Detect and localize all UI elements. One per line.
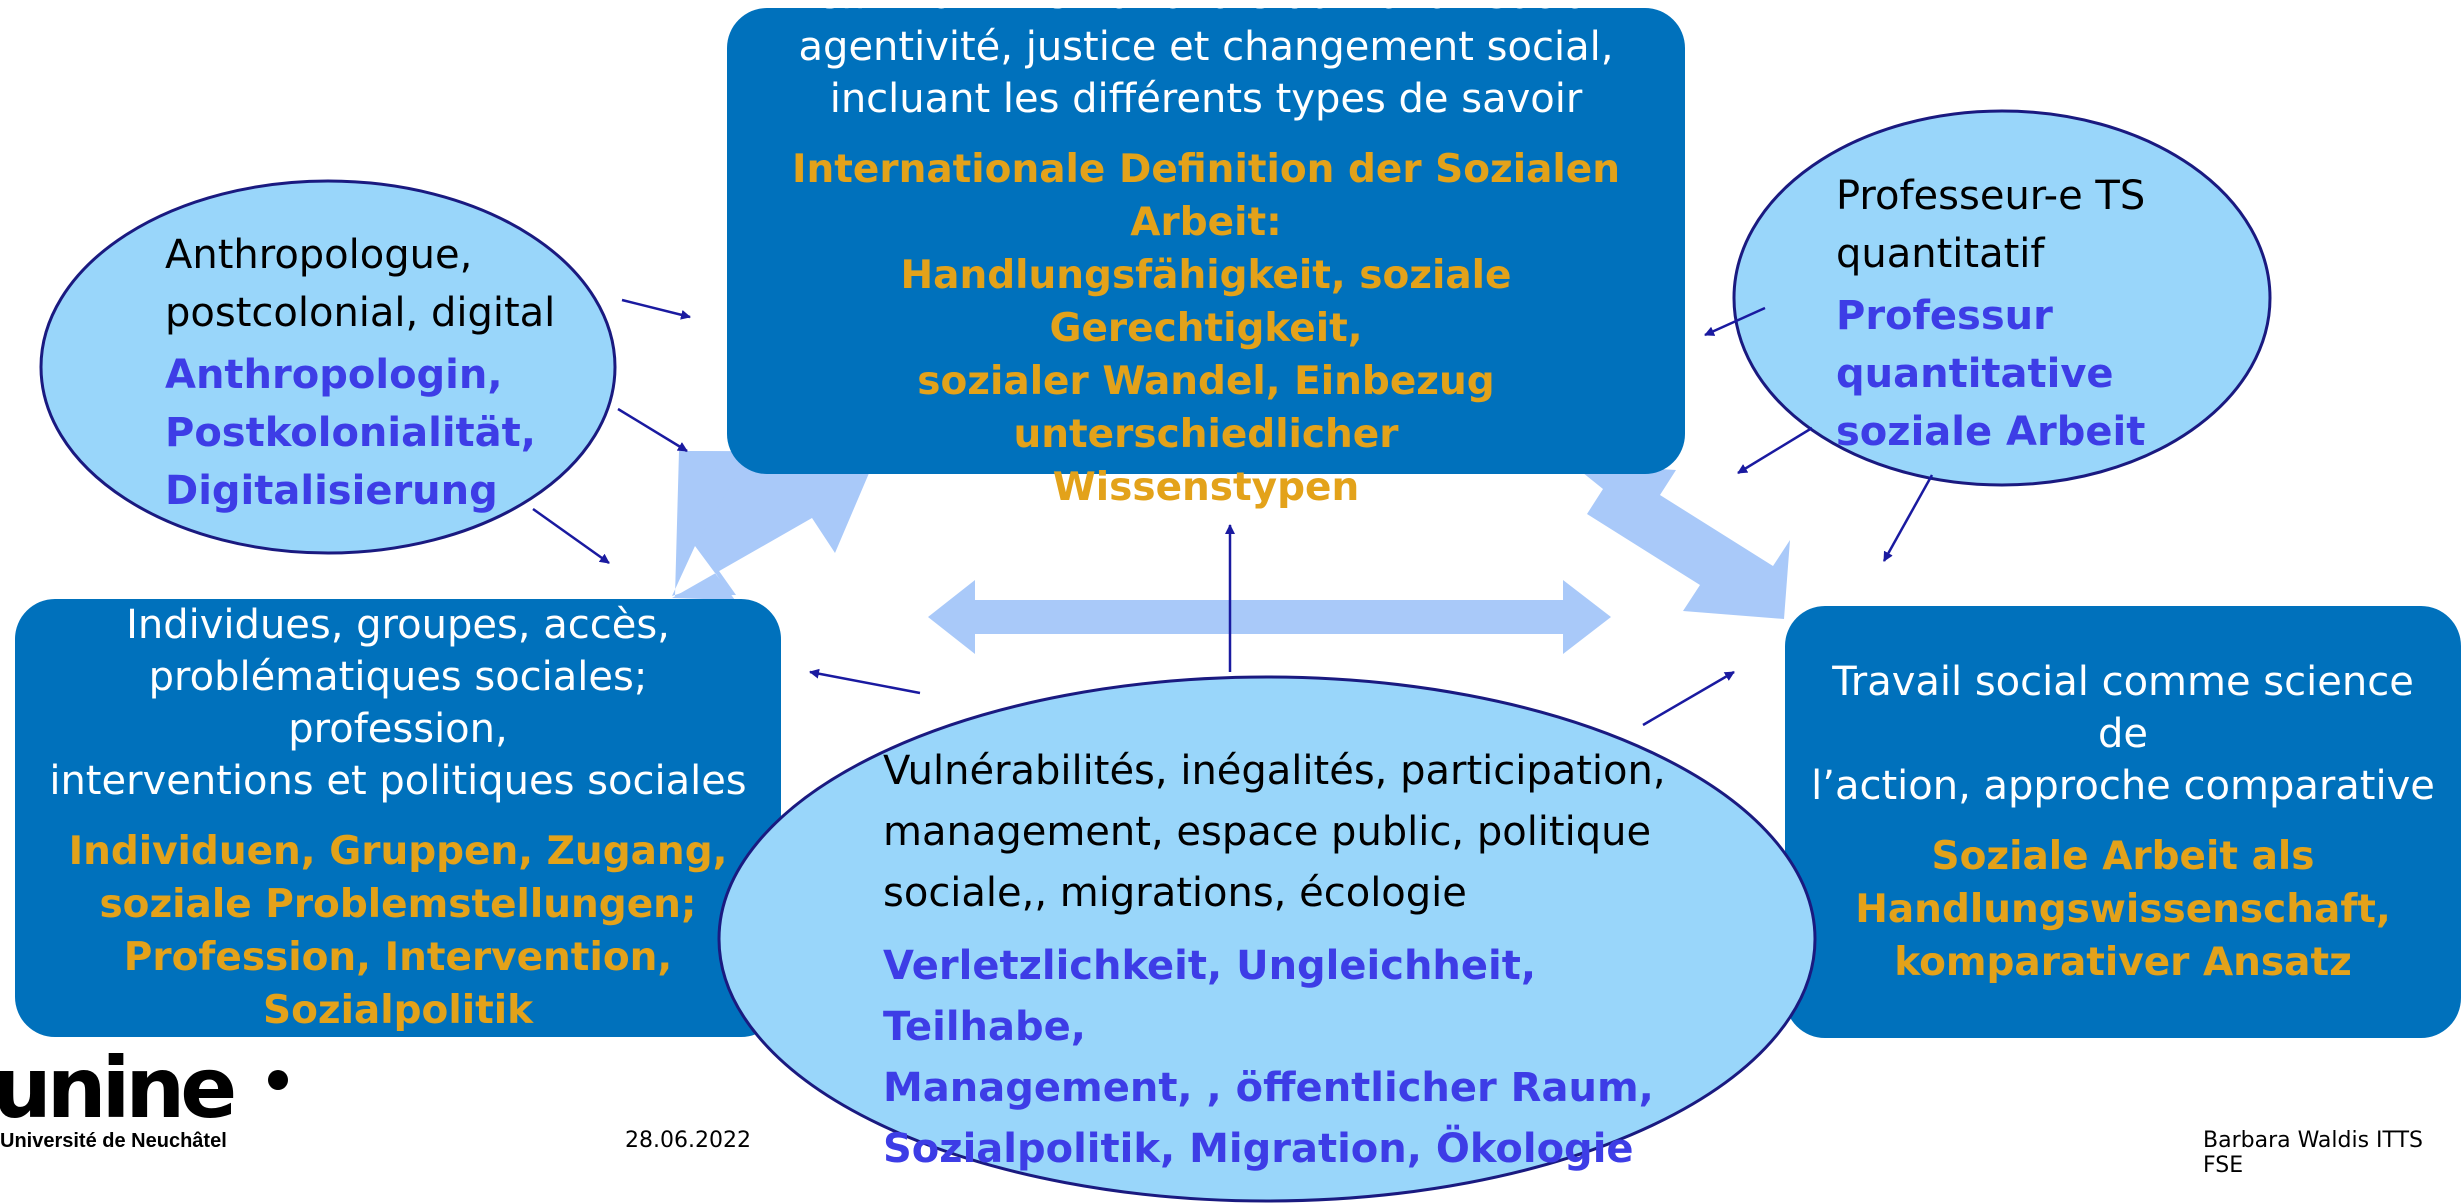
center-ellipse-text: Vulnérabilités, inégalités, participatio…	[883, 741, 1683, 1180]
connector-arrow	[1882, 474, 1934, 562]
top-box-fr-line: Définition internationale du travail soc…	[757, 0, 1655, 21]
left-box-german: Individuen, Gruppen, Zugang, soziale Pro…	[35, 825, 761, 1037]
left-box-de-line: Profession, Intervention,	[123, 935, 673, 980]
center-ellipse-de-line: Management, , öffentlicher Raum,	[883, 1065, 1654, 1111]
top-box-french: Définition internationale du travail soc…	[757, 0, 1655, 125]
left-box-de-line: Sozialpolitik	[262, 988, 534, 1033]
left-box-de-line: soziale Problemstellungen;	[99, 882, 697, 927]
top-box-fr-line: incluant les différents types de savoir	[829, 75, 1583, 122]
left-ellipse-de-line: Postkolonialität,	[165, 410, 536, 456]
right-ellipse-de-line: soziale Arbeit	[1836, 409, 2146, 455]
arrow-horizontal-double	[928, 580, 1611, 654]
center-ellipse-shape	[717, 675, 1817, 1203]
left-box-fr-line: Individues, groupes, accès,	[126, 602, 670, 648]
right-ellipse-german: Professur quantitative soziale Arbeit	[1836, 287, 2216, 461]
arrow-diag-left	[672, 451, 878, 600]
left-ellipse-text: Anthropologue, postcolonial, digital Ant…	[165, 226, 585, 520]
right-box-de-line: komparativer Ansatz	[1894, 939, 2352, 985]
left-ellipse-de-line: Digitalisierung	[165, 468, 498, 514]
left-ellipse-shape	[39, 179, 617, 555]
center-ellipse-fr-line: Vulnérabilités, inégalités, participatio…	[883, 748, 1666, 794]
center-ellipse-fr-line: management, espace public, politique	[883, 809, 1652, 855]
top-box-fr-line: agentivité, justice et changement social…	[798, 23, 1614, 70]
connector-arrow	[1737, 426, 1813, 475]
right-ellipse-text: Professeur-e TS quantitatif Professur qu…	[1836, 167, 2216, 461]
center-ellipse-de-line: Verletzlichkeit, Ungleichheit, Teilhabe,	[883, 943, 1537, 1050]
right-box-de-line: Soziale Arbeit als	[1931, 833, 2315, 879]
connector-arrow	[1642, 670, 1735, 727]
footer-date: 28.06.2022	[625, 1128, 751, 1153]
right-box-fr-line: Travail social comme science de	[1832, 658, 2414, 757]
right-box: Travail social comme science de l’action…	[1785, 606, 2461, 1038]
arrow-diag-right	[1572, 464, 1790, 619]
right-box-french: Travail social comme science de l’action…	[1805, 656, 2441, 812]
center-ellipse-de-line: Sozialpolitik, Migration, Ökologie	[883, 1126, 1634, 1172]
left-ellipse-fr-line: postcolonial, digital	[165, 290, 556, 336]
connector-arrow	[621, 298, 691, 320]
top-box-german: Internationale Definition der Sozialen A…	[757, 143, 1655, 514]
left-ellipse-de-line: Anthropologin,	[165, 352, 503, 398]
top-box-de-line: Wissenstypen	[1052, 464, 1360, 510]
left-box-fr-line: problématiques sociales; profession,	[148, 654, 648, 752]
logo-subtitle: Université de Neuchâtel	[0, 1130, 227, 1152]
footer-author: Barbara Waldis ITTS FSE	[2203, 1128, 2423, 1178]
center-ellipse-fr-line: sociale,, migrations, écologie	[883, 870, 1467, 916]
left-box-french: Individues, groupes, accès, problématiqu…	[35, 599, 761, 807]
top-box: Définition internationale du travail soc…	[727, 0, 1685, 510]
left-ellipse-fr-line: Anthropologue,	[165, 232, 473, 278]
left-box-fr-line: interventions et politiques sociales	[49, 758, 747, 804]
connector-arrow	[1704, 306, 1766, 337]
right-ellipse-de-line: quantitative	[1836, 351, 2114, 397]
left-box-de-line: Individuen, Gruppen, Zugang,	[68, 829, 728, 874]
center-ellipse-german: Verletzlichkeit, Ungleichheit, Teilhabe,…	[883, 936, 1683, 1180]
top-box-de-line: Internationale Definition der Sozialen A…	[791, 146, 1620, 245]
right-ellipse-fr-line: quantitatif	[1836, 231, 2045, 277]
logo-wordmark: unine	[0, 1039, 237, 1137]
right-box-de-line: Handlungswissenschaft,	[1855, 886, 2391, 932]
connector-arrow	[617, 407, 688, 453]
top-box-de-line: sozialer Wandel, Einbezug unterschiedlic…	[917, 358, 1495, 457]
right-ellipse-shape	[1732, 109, 2272, 487]
connector-arrow	[809, 668, 921, 695]
university-logo: unine Université de Neuchâtel	[0, 1039, 237, 1153]
right-box-german: Soziale Arbeit als Handlungswissenschaft…	[1805, 830, 2441, 989]
logo-dot	[268, 1070, 288, 1090]
left-box: Individues, groupes, accès, problématiqu…	[15, 599, 781, 1037]
top-box-de-line: Handlungsfähigkeit, soziale Gerechtigkei…	[900, 252, 1512, 351]
left-ellipse-german: Anthropologin, Postkolonialität, Digital…	[165, 346, 585, 520]
right-ellipse-de-line: Professur	[1836, 293, 2053, 339]
right-box-fr-line: l’action, approche comparative	[1811, 762, 2435, 809]
connector-arrow	[532, 507, 610, 565]
right-ellipse-fr-line: Professeur-e TS	[1836, 173, 2146, 219]
